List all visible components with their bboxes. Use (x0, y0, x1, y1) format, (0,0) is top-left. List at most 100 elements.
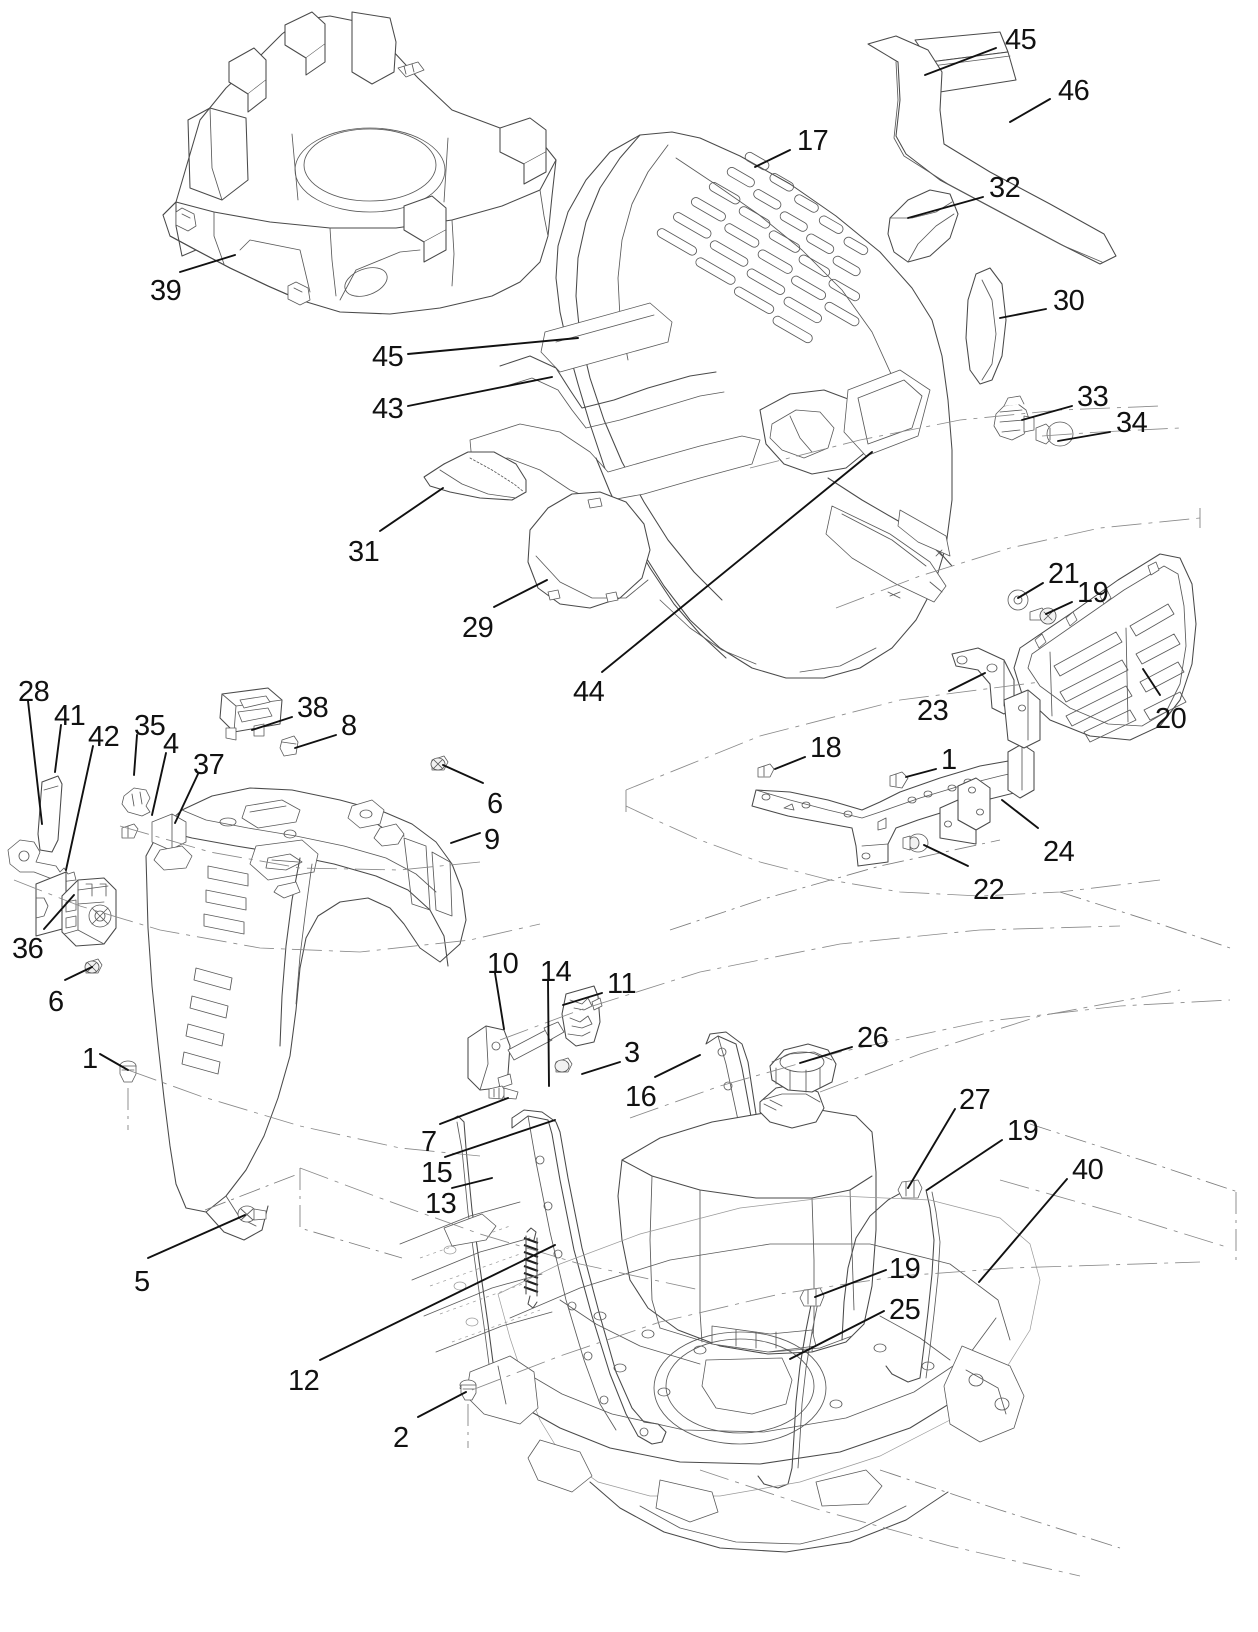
part-decal-45 (914, 31, 1017, 93)
callout-number-16: 16 (625, 1081, 657, 1113)
callout-number-46: 46 (1058, 75, 1090, 107)
callout-number-23: 23 (917, 695, 949, 727)
callout-number-35: 35 (134, 710, 166, 742)
part-grille-20 (1013, 553, 1197, 743)
part-screw-7 (488, 1085, 519, 1100)
leader-line-33 (1021, 405, 1073, 421)
leader-line-28 (27, 700, 43, 825)
leader-line-1 (905, 768, 937, 778)
leader-line-17 (754, 149, 791, 168)
leader-line-30 (999, 308, 1047, 319)
part-rod-14 (507, 1021, 565, 1061)
part-bolt-5 (237, 1205, 267, 1223)
callout-number-29: 29 (462, 612, 494, 644)
callout-number-40: 40 (1072, 1154, 1104, 1186)
callout-number-19: 19 (1077, 577, 1109, 609)
part-fuel-line-40 (841, 1187, 941, 1383)
leader-line-10 (494, 972, 505, 1030)
leader-line-23 (948, 672, 986, 692)
part-clip-35 (121, 787, 151, 817)
leader-line-19 (814, 1269, 887, 1298)
callout-number-12: 12 (288, 1365, 320, 1397)
callout-number-18: 18 (810, 732, 842, 764)
callout-number-3: 3 (624, 1037, 640, 1069)
part-screw-4 (121, 823, 139, 839)
part-insert-30 (965, 267, 1007, 385)
leader-line-32 (907, 196, 984, 219)
leader-line-13 (451, 1177, 493, 1189)
part-grommet-8 (279, 735, 299, 757)
callout-number-30: 30 (1053, 285, 1085, 317)
part-hood (469, 131, 953, 679)
callout-number-5: 5 (134, 1266, 150, 1298)
callout-number-38: 38 (297, 692, 329, 724)
part-bolt-1-lower (119, 1060, 137, 1130)
part-fuel-tank-25 (617, 1083, 877, 1355)
callout-number-1: 1 (82, 1043, 98, 1075)
callout-number-4: 4 (163, 728, 179, 760)
leader-line-20 (1142, 668, 1161, 696)
callout-number-21: 21 (1048, 558, 1080, 590)
callout-number-27: 27 (959, 1084, 991, 1116)
part-fender-31 (423, 451, 527, 501)
leader-line-26 (799, 1046, 853, 1064)
leader-line-6 (442, 764, 484, 784)
callout-number-45: 45 (372, 341, 404, 373)
callout-number-7: 7 (421, 1126, 437, 1158)
callout-number-32: 32 (989, 172, 1021, 204)
part-fuel-line-lower (757, 1299, 819, 1489)
part-bracket-assembly (751, 647, 1041, 867)
part-latch-bracket-10 (467, 1025, 513, 1091)
callout-number-45: 45 (1005, 24, 1037, 56)
leader-line-31 (379, 487, 444, 532)
leader-line-19 (1045, 601, 1073, 615)
part-insert-32 (887, 189, 959, 263)
part-key-28 (7, 839, 77, 883)
leader-line-9 (450, 832, 481, 844)
leader-line-39 (179, 254, 236, 273)
callout-number-42: 42 (88, 721, 120, 753)
part-bolt-6-lower (84, 958, 103, 974)
part-chassis-frame (399, 1195, 1041, 1553)
callout-number-25: 25 (889, 1294, 921, 1326)
part-nut-22 (902, 833, 929, 853)
leader-line-34 (1057, 431, 1111, 442)
leader-line-3 (581, 1061, 621, 1075)
part-headlight-socket-33 (993, 395, 1035, 441)
assembly-centerlines (13, 405, 1239, 1577)
callout-number-43: 43 (372, 393, 404, 425)
hood-vent-slots (656, 151, 869, 344)
part-ignition-switch-36 (61, 877, 117, 947)
callout-number-36: 36 (12, 933, 44, 965)
leader-line-14 (547, 980, 550, 1087)
part-fender-29 (527, 491, 651, 609)
callout-number-22: 22 (973, 874, 1005, 906)
leader-line-24 (1001, 799, 1039, 829)
part-latch-11 (561, 985, 603, 1047)
part-spring-12 (523, 1227, 539, 1309)
leader-line-45 (924, 47, 997, 76)
part-screw-2 (459, 1379, 477, 1448)
part-console-9 (145, 787, 467, 1241)
leader-line-40 (978, 1178, 1068, 1283)
callout-number-10: 10 (487, 948, 519, 980)
leader-line-38 (251, 716, 293, 731)
leader-line-7 (439, 1097, 509, 1125)
leader-line-5 (147, 1214, 246, 1259)
callout-number-19: 19 (1007, 1115, 1039, 1147)
leader-line-2 (417, 1391, 467, 1418)
leader-line-21 (1017, 582, 1044, 599)
part-hinge-rod-15 (511, 1109, 667, 1445)
part-bolt-6-top (430, 755, 449, 771)
leader-line-27 (907, 1108, 956, 1189)
callout-number-44: 44 (573, 676, 605, 708)
leader-line-37 (174, 773, 199, 824)
leader-line-16 (654, 1054, 701, 1078)
leader-line-4 (151, 752, 167, 816)
leader-line-25 (789, 1310, 885, 1360)
leader-line-43 (407, 376, 553, 407)
leader-line-46 (1009, 98, 1051, 123)
callout-number-13: 13 (425, 1188, 457, 1220)
leader-line-36 (43, 894, 75, 930)
